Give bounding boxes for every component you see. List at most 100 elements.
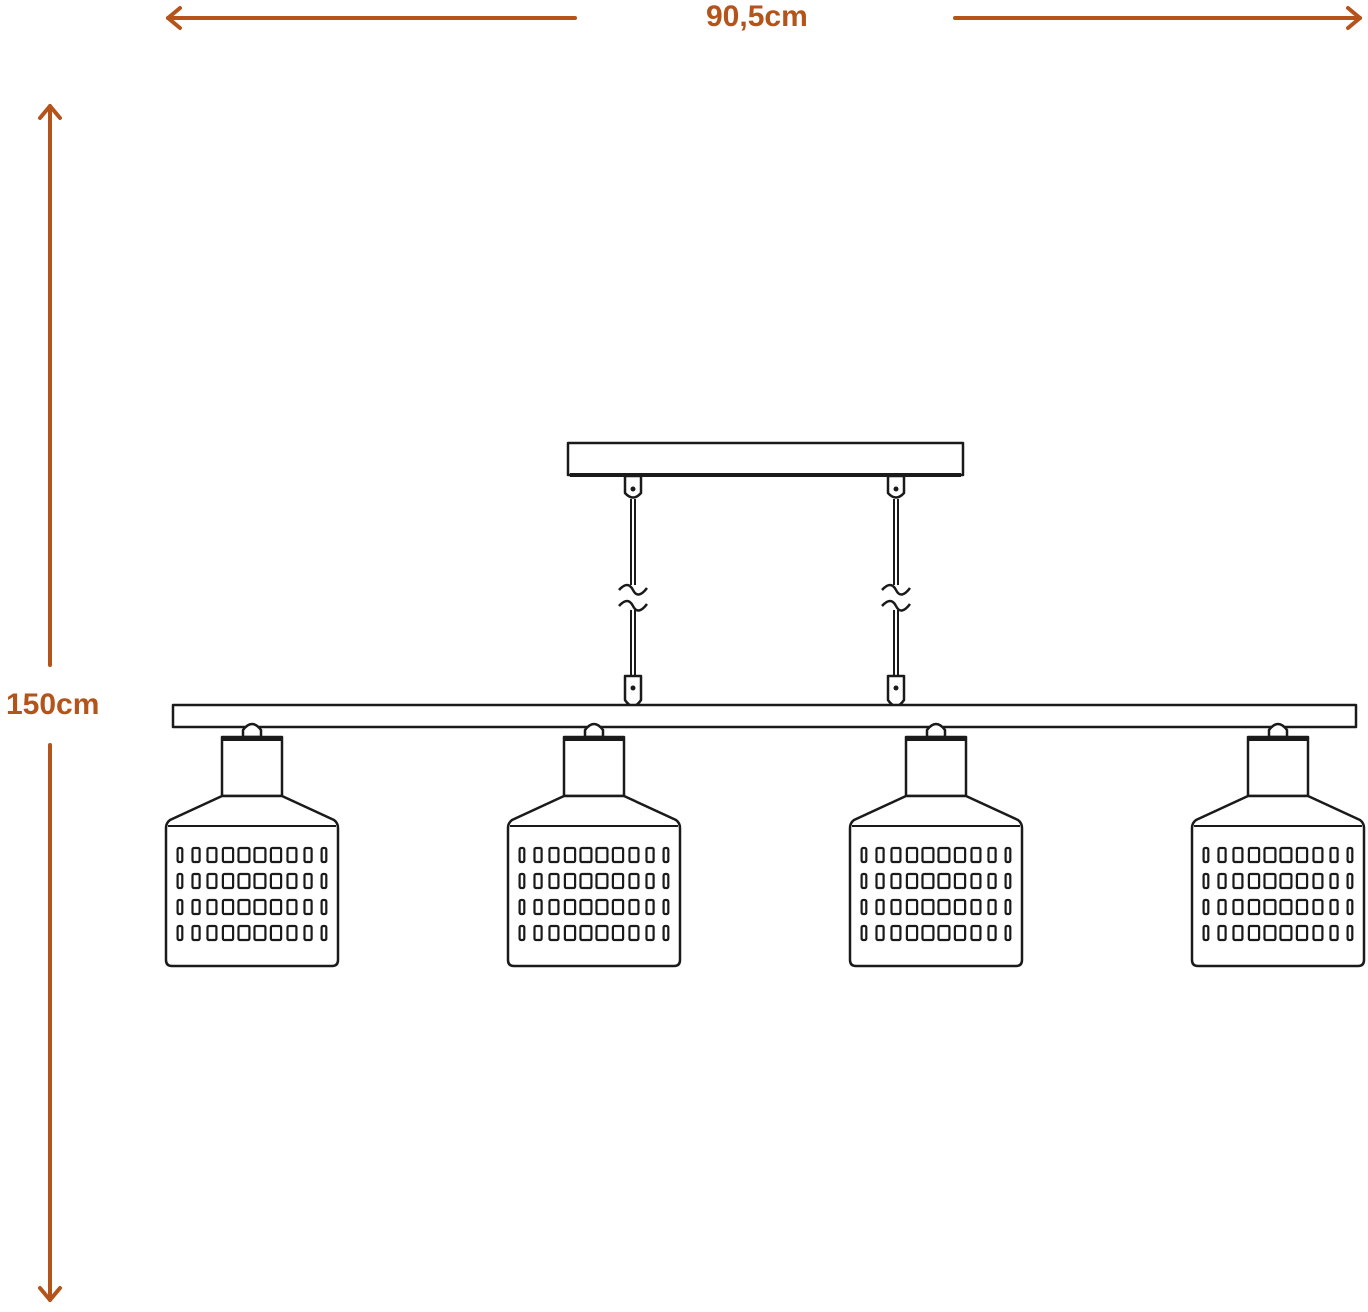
width-dimension-label: 90,5cm bbox=[706, 0, 808, 33]
shade-perforation bbox=[890, 898, 902, 916]
shade-perforation bbox=[1329, 924, 1339, 942]
rod-top-screw bbox=[893, 486, 899, 492]
shade-perforation bbox=[905, 924, 919, 942]
shade-perforation bbox=[1263, 846, 1277, 864]
shade-perforation bbox=[662, 924, 670, 942]
rod-bottom-screw bbox=[630, 685, 636, 691]
shade-body bbox=[1190, 794, 1366, 968]
shade-perforation bbox=[533, 872, 543, 890]
shade-perforation bbox=[1247, 872, 1261, 890]
shade-perforation bbox=[1263, 872, 1277, 890]
shade-perforation bbox=[987, 872, 997, 890]
shade-perforation bbox=[253, 898, 267, 916]
shade-perforation bbox=[1217, 846, 1227, 864]
shade-perforation bbox=[875, 846, 885, 864]
shade-perforation bbox=[875, 924, 885, 942]
shade-perforation bbox=[206, 898, 218, 916]
shade-perforation bbox=[237, 924, 251, 942]
suspension-rod bbox=[881, 474, 911, 708]
height-dimension-label: 150cm bbox=[6, 688, 100, 721]
shade-perforation bbox=[579, 924, 593, 942]
shade-perforation bbox=[1004, 924, 1012, 942]
shade-perforation bbox=[206, 924, 218, 942]
shade-perforation bbox=[579, 846, 593, 864]
shade-perforation bbox=[1247, 924, 1261, 942]
shade-perforation bbox=[303, 872, 313, 890]
shade-perforation bbox=[1232, 924, 1244, 942]
shade-perforation bbox=[611, 846, 625, 864]
shade-perforation bbox=[533, 846, 543, 864]
shade-perforation bbox=[1329, 872, 1339, 890]
shade-perforation bbox=[921, 898, 935, 916]
shade-perforation bbox=[1346, 924, 1354, 942]
shade-perforation bbox=[1202, 898, 1210, 916]
shade-perforation bbox=[1202, 846, 1210, 864]
shade-perforation bbox=[860, 924, 868, 942]
shade-perforation bbox=[176, 872, 184, 890]
shade-perforation bbox=[1232, 898, 1244, 916]
shade-body bbox=[164, 794, 340, 968]
shade-perforation bbox=[253, 924, 267, 942]
dimension-lines bbox=[38, 6, 1362, 1302]
shade-perforation bbox=[191, 872, 201, 890]
shade-perforation bbox=[1312, 924, 1324, 942]
shade-perforation bbox=[176, 924, 184, 942]
shade-perforation bbox=[628, 872, 640, 890]
rod-break-mark bbox=[881, 599, 911, 612]
rod-break-mark bbox=[618, 583, 648, 596]
shade-perforation bbox=[645, 924, 655, 942]
shade-perforation bbox=[1279, 846, 1293, 864]
shade-perforation bbox=[987, 924, 997, 942]
shade-perforation bbox=[518, 924, 526, 942]
shade-perforation bbox=[1346, 846, 1354, 864]
shade-perforation bbox=[237, 872, 251, 890]
shade-perforation bbox=[320, 846, 328, 864]
shade-perforation bbox=[303, 924, 313, 942]
rod-bottom-bracket bbox=[623, 674, 643, 708]
shade-perforation bbox=[1217, 924, 1227, 942]
shade-perforation bbox=[1202, 872, 1210, 890]
shade-perforation bbox=[191, 846, 201, 864]
shade-perforation bbox=[269, 898, 283, 916]
shade-perforation bbox=[191, 924, 201, 942]
shade-perforation bbox=[890, 872, 902, 890]
shade-perforation bbox=[1279, 898, 1293, 916]
shade-perforation bbox=[1279, 872, 1293, 890]
ceiling-canopy bbox=[566, 441, 965, 477]
rod-break-mark bbox=[618, 599, 648, 612]
shade-socket-cap bbox=[1246, 735, 1310, 798]
height-arrowhead-bottom bbox=[38, 1286, 62, 1302]
shade-perforation bbox=[890, 846, 902, 864]
shade-perforation bbox=[1004, 898, 1012, 916]
shade-perforation bbox=[1346, 898, 1354, 916]
shade-perforation bbox=[1202, 924, 1210, 942]
shade-swivel-knob bbox=[583, 722, 605, 739]
shade-perforation bbox=[953, 846, 967, 864]
shade-perforation bbox=[1329, 846, 1339, 864]
shade-perforation bbox=[286, 846, 298, 864]
shade-perforation bbox=[970, 872, 982, 890]
shade-perforation bbox=[320, 924, 328, 942]
shade-body bbox=[848, 794, 1024, 968]
shade-perforation bbox=[595, 924, 609, 942]
shade-perforation bbox=[1247, 846, 1261, 864]
shade-perforation bbox=[1217, 872, 1227, 890]
shade-perforation bbox=[860, 898, 868, 916]
shade-perforation bbox=[191, 898, 201, 916]
shade-perforation bbox=[937, 924, 951, 942]
shade-perforation bbox=[1232, 872, 1244, 890]
height-arrowhead-top bbox=[38, 104, 62, 120]
shade-perforation bbox=[860, 846, 868, 864]
shade-perforation bbox=[937, 872, 951, 890]
shade-perforation bbox=[970, 846, 982, 864]
shade-perforation bbox=[1346, 872, 1354, 890]
shade-perforation bbox=[533, 898, 543, 916]
shade-perforation bbox=[987, 846, 997, 864]
lamp-shade bbox=[506, 722, 682, 968]
shade-perforation bbox=[221, 898, 235, 916]
ceiling-lamp-drawing bbox=[164, 441, 1366, 968]
shade-perforation bbox=[579, 872, 593, 890]
shade-perforation bbox=[662, 846, 670, 864]
shade-perforation bbox=[563, 872, 577, 890]
shade-perforation bbox=[1263, 924, 1277, 942]
